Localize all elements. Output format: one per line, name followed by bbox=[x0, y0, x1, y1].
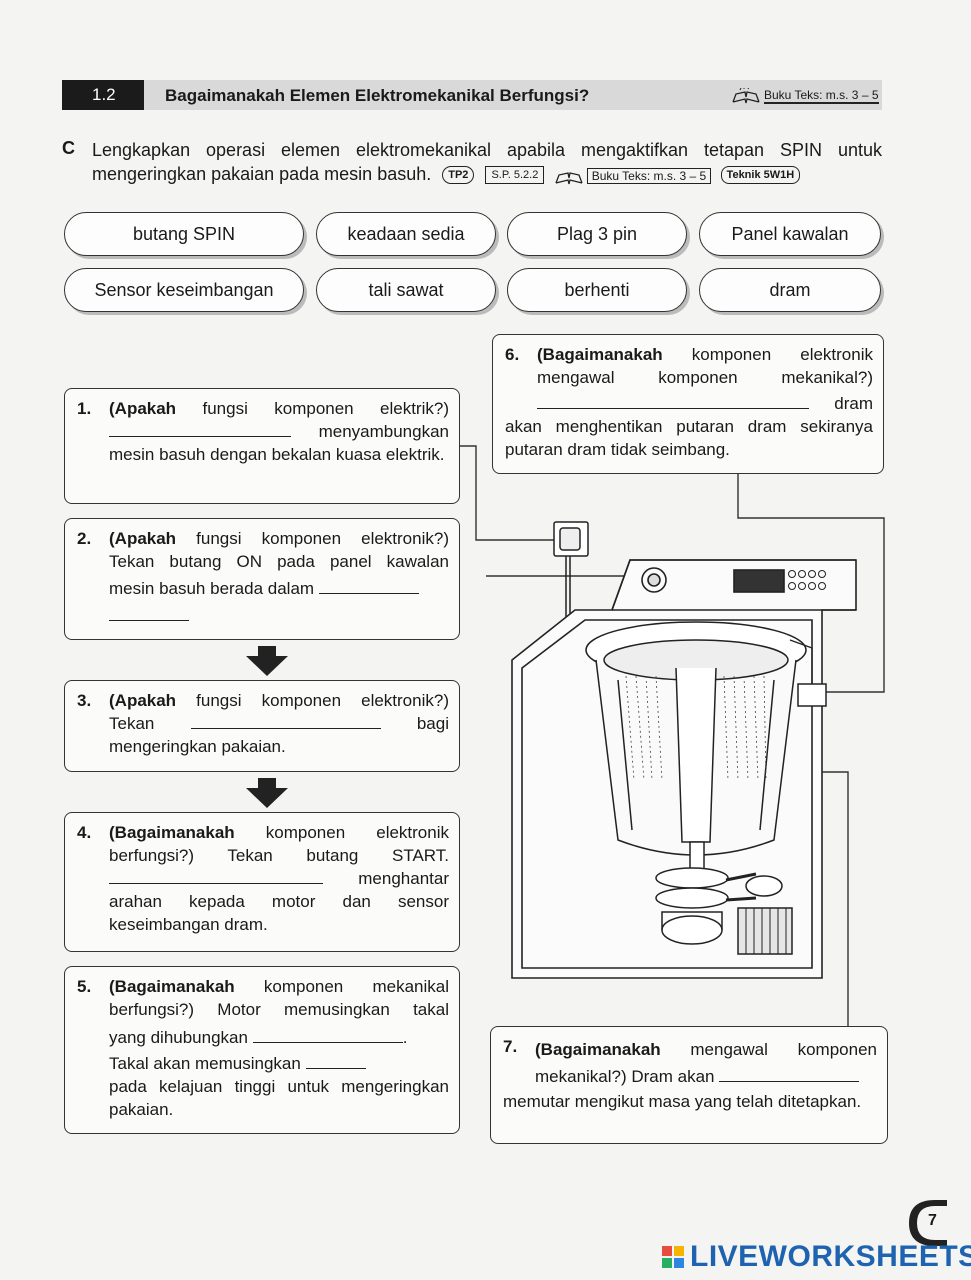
word-bank-pill[interactable]: tali sawat bbox=[316, 268, 496, 312]
page-number-tab bbox=[909, 1200, 947, 1246]
question-text: mesin basuh dengan bekalan kuasa elektri… bbox=[109, 445, 445, 464]
question-text: mengawal komponen bbox=[690, 1040, 877, 1059]
answer-blank[interactable] bbox=[109, 869, 323, 884]
question-number: 5. bbox=[77, 977, 92, 996]
question-number: 7. bbox=[503, 1037, 518, 1056]
open-book-icon bbox=[555, 172, 583, 184]
open-book-icon bbox=[732, 88, 760, 104]
section-number: 1.2 bbox=[62, 80, 144, 110]
question-text: mengeringkan pakaian. bbox=[109, 737, 286, 756]
sp-tag: S.P. 5.2.2 bbox=[485, 166, 545, 185]
question-7-box: 7. (Bagaimanakah mengawal komponen mekan… bbox=[490, 1026, 888, 1144]
header-book-ref: Buku Teks: m.s. 3 – 5 bbox=[732, 88, 879, 104]
balance-sensor-icon bbox=[797, 683, 827, 707]
question-1-box: 1. (Apakah fungsi komponen elektrik?) me… bbox=[64, 388, 460, 504]
answer-blank[interactable] bbox=[537, 394, 809, 409]
question-6-box: 6. (Bagaimanakah komponen elektronik men… bbox=[492, 334, 884, 474]
question-text: mesin basuh berada dalam bbox=[109, 579, 315, 598]
question-number: 2. bbox=[77, 529, 92, 548]
technique-tag: Teknik 5W1H bbox=[720, 166, 801, 185]
section-title: Bagaimanakah Elemen Elektromekanikal Ber… bbox=[165, 86, 590, 105]
drum bbox=[585, 621, 807, 856]
question-text: arahan kepada motor dan sensor keseimban… bbox=[109, 892, 449, 934]
watermark-text: LIVEWORKSHEETS bbox=[690, 1240, 971, 1273]
question-keyword: (Apakah bbox=[109, 529, 177, 548]
question-text: pada kelajuan tinggi untuk mengeringkan … bbox=[109, 1077, 449, 1119]
question-text: Tekan bbox=[109, 714, 155, 733]
word-bank-pill[interactable]: butang SPIN bbox=[64, 212, 304, 256]
question-text: komponen mekanikal bbox=[263, 977, 449, 996]
question-keyword: (Bagaimanakah bbox=[537, 345, 663, 364]
answer-blank[interactable] bbox=[190, 714, 381, 729]
question-text: memutar mengikut masa yang telah ditetap… bbox=[503, 1092, 862, 1111]
question-text: akan menghentikan putaran dram sekiranya… bbox=[505, 417, 873, 459]
section-letter: C bbox=[62, 138, 75, 158]
answer-blank[interactable] bbox=[109, 606, 189, 621]
down-arrow-icon bbox=[246, 778, 288, 808]
instruction-text-block: Lengkapkan operasi elemen elektromekanik… bbox=[92, 138, 882, 188]
answer-blank[interactable] bbox=[252, 1028, 403, 1043]
question-text: komponen elektronik bbox=[691, 345, 873, 364]
question-4-box: 4. (Bagaimanakah komponen elektronik ber… bbox=[64, 812, 460, 952]
word-bank-pill[interactable]: Plag 3 pin bbox=[507, 212, 687, 256]
word-bank-pill[interactable]: Panel kawalan bbox=[699, 212, 881, 256]
word-bank-pill[interactable]: keadaan sedia bbox=[316, 212, 496, 256]
down-arrow-icon bbox=[246, 646, 288, 676]
page-number: 7 bbox=[928, 1212, 937, 1229]
answer-blank[interactable] bbox=[305, 1054, 366, 1069]
answer-blank[interactable] bbox=[109, 422, 291, 437]
question-text: fungsi komponen elektrik?) bbox=[202, 399, 449, 418]
word-bank-pill[interactable]: dram bbox=[699, 268, 881, 312]
question-keyword: (Apakah bbox=[109, 399, 177, 418]
question-text: Takal akan memusingkan bbox=[109, 1054, 301, 1073]
pulley-and-motor bbox=[655, 841, 793, 955]
question-text: menghantar bbox=[358, 869, 449, 888]
header-book-ref-text: Buku Teks: m.s. 3 – 5 bbox=[764, 88, 879, 104]
question-text: menyambungkan bbox=[318, 422, 449, 441]
question-text: komponen elektronik bbox=[265, 823, 449, 842]
instruction-text: Lengkapkan operasi elemen elektromekanik… bbox=[92, 140, 882, 184]
word-bank-pill[interactable]: Sensor keseimbangan bbox=[64, 268, 304, 312]
question-text: berfungsi?) Motor memusingkan takal bbox=[109, 1000, 449, 1019]
question-number: 1. bbox=[77, 399, 92, 418]
question-number: 3. bbox=[77, 691, 92, 710]
question-text: mengawal komponen mekanikal?) bbox=[537, 368, 873, 387]
instruction-book-ref-text: Buku Teks: m.s. 3 – 5 bbox=[586, 168, 712, 184]
question-keyword: (Apakah bbox=[109, 691, 177, 710]
question-keyword: (Bagaimanakah bbox=[109, 823, 235, 842]
word-bank-pill[interactable]: berhenti bbox=[507, 268, 687, 312]
question-text: dram bbox=[834, 394, 873, 413]
question-5-box: 5. (Bagaimanakah komponen mekanikal berf… bbox=[64, 966, 460, 1134]
liveworksheets-watermark: LIVEWORKSHEETS bbox=[662, 1240, 971, 1274]
question-text: bagi bbox=[416, 714, 449, 733]
liveworksheets-logo-icon bbox=[662, 1246, 684, 1268]
question-7-rest: memutar mengikut masa yang telah ditetap… bbox=[503, 1090, 877, 1113]
question-text: fungsi komponen elektronik?) bbox=[196, 529, 449, 548]
question-number: 4. bbox=[77, 823, 92, 842]
question-text: berfungsi?) Tekan butang START. bbox=[109, 846, 449, 865]
question-text: mekanikal?) Dram akan bbox=[535, 1067, 715, 1086]
question-keyword: (Bagaimanakah bbox=[109, 977, 235, 996]
tp-tag: TP2 bbox=[442, 166, 475, 185]
answer-blank[interactable] bbox=[318, 579, 419, 594]
question-text: fungsi komponen elektronik?) bbox=[196, 691, 449, 710]
question-number: 6. bbox=[505, 345, 520, 364]
question-text: Tekan butang ON pada panel kawalan bbox=[109, 552, 449, 571]
question-3-box: 3. (Apakah fungsi komponen elektronik?) … bbox=[64, 680, 460, 772]
answer-blank[interactable] bbox=[719, 1067, 860, 1082]
instruction-book-ref: Buku Teks: m.s. 3 – 5 bbox=[555, 168, 714, 184]
question-2-box: 2. (Apakah fungsi komponen elektronik?) … bbox=[64, 518, 460, 640]
question-text: yang dihubungkan bbox=[109, 1028, 248, 1047]
question-keyword: (Bagaimanakah bbox=[535, 1040, 661, 1059]
